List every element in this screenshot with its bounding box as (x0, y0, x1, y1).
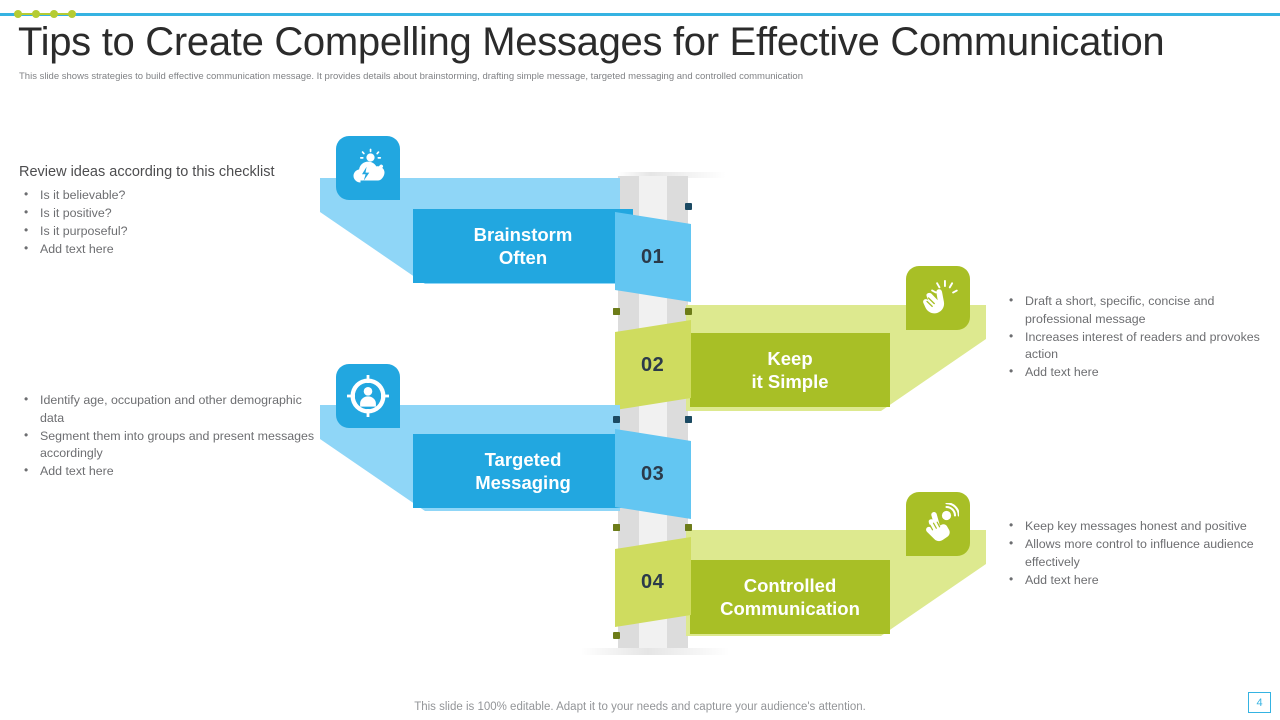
page-number: 4 (1256, 696, 1263, 709)
snap-fingers-icon-tile[interactable] (906, 266, 970, 330)
step-01-label-line2: Often (498, 247, 548, 268)
list-item: Segment them into groups and present mes… (19, 427, 319, 463)
list-item: Allows more control to influence audienc… (1004, 535, 1279, 571)
step-02-nub-top-right (685, 308, 692, 315)
targeted-list: Identify age, occupation and other demog… (19, 391, 319, 481)
step-02-label-line1: Keep (767, 348, 813, 369)
step-02-label-line2: it Simple (751, 371, 829, 392)
tap-hand-icon-tile[interactable] (906, 492, 970, 556)
page-subtitle: This slide shows strategies to build eff… (19, 71, 803, 82)
list-item: Add text here (1004, 571, 1279, 590)
checklist-text-block: Review ideas according to this checklist… (19, 164, 319, 259)
checklist-heading: Review ideas according to this checklist (19, 164, 275, 180)
step-04-label-line2: Communication (720, 598, 860, 619)
page-title: Tips to Create Compelling Messages for E… (18, 20, 1165, 64)
tap-hand-icon (926, 503, 959, 542)
ribbon-bottom-shadow (580, 648, 730, 655)
brainstorm-icon-tile[interactable] (336, 136, 400, 200)
step-04-label-line1: Controlled (743, 575, 837, 596)
header-accent-rule (0, 13, 1280, 16)
step-02-nub-top-left (613, 308, 620, 315)
footer-note: This slide is 100% editable. Adapt it to… (414, 701, 866, 713)
checklist-list: Is it believable? Is it positive? Is it … (19, 186, 319, 259)
list-item: Identify age, occupation and other demog… (19, 391, 319, 427)
step-03-number: 03 (641, 462, 665, 485)
list-item: Draft a short, specific, concise and pro… (1004, 292, 1279, 328)
target-audience-icon-tile[interactable] (336, 364, 400, 428)
step-01-number: 01 (641, 245, 665, 268)
list-item: Add text here (1004, 363, 1279, 382)
list-item: Increases interest of readers and provok… (1004, 328, 1279, 364)
list-item: Add text here (19, 462, 319, 481)
targeted-text-block: Identify age, occupation and other demog… (19, 391, 319, 481)
controlled-list: Keep key messages honest and positive Al… (1004, 517, 1279, 590)
step-01-number-badge[interactable]: 01 (615, 211, 691, 303)
step-04-number: 04 (641, 570, 665, 593)
simple-list: Draft a short, specific, concise and pro… (1004, 292, 1279, 382)
ribbon-top-shadow (618, 172, 726, 178)
step-04-bar[interactable]: Controlled Communication (690, 560, 890, 634)
list-item: Is it positive? (19, 204, 319, 223)
step-04-nub-top-left (613, 524, 620, 531)
step-03-nub-top-left (613, 416, 620, 423)
step-04-nub-top-right (685, 524, 692, 531)
step-03-number-badge[interactable]: 03 (615, 428, 691, 520)
step-02-number-badge[interactable]: 02 (615, 319, 691, 411)
step-03-nub-top-right (685, 416, 692, 423)
step-01-label-line1: Brainstorm (473, 224, 573, 245)
simple-text-block: Draft a short, specific, concise and pro… (1004, 292, 1279, 382)
controlled-text-block: Keep key messages honest and positive Al… (1004, 517, 1279, 590)
step-04-nub-bottom-left (613, 632, 620, 639)
step-03-label-line2: Messaging (475, 472, 571, 493)
list-item: Add text here (19, 240, 319, 259)
ribbon-strip-left (618, 176, 639, 648)
step-01-nub-top (685, 203, 692, 210)
step-02-number: 02 (641, 353, 665, 376)
target-audience-icon (347, 375, 389, 417)
step-03-label-line1: Targeted (484, 449, 562, 470)
step-04-number-badge[interactable]: 04 (615, 536, 691, 628)
list-item: Is it purposeful? (19, 222, 319, 241)
step-02-bar[interactable]: Keep it Simple (690, 333, 890, 407)
page-number-badge: 4 (1248, 692, 1271, 713)
brainstorm-icon (353, 148, 385, 183)
list-item: Is it believable? (19, 186, 319, 205)
step-01-bar[interactable]: Brainstorm Often (413, 209, 633, 283)
step-03-bar[interactable]: Targeted Messaging (413, 434, 633, 508)
header-dot-decoration (14, 6, 134, 22)
snap-fingers-icon (923, 280, 958, 314)
list-item: Keep key messages honest and positive (1004, 517, 1279, 536)
